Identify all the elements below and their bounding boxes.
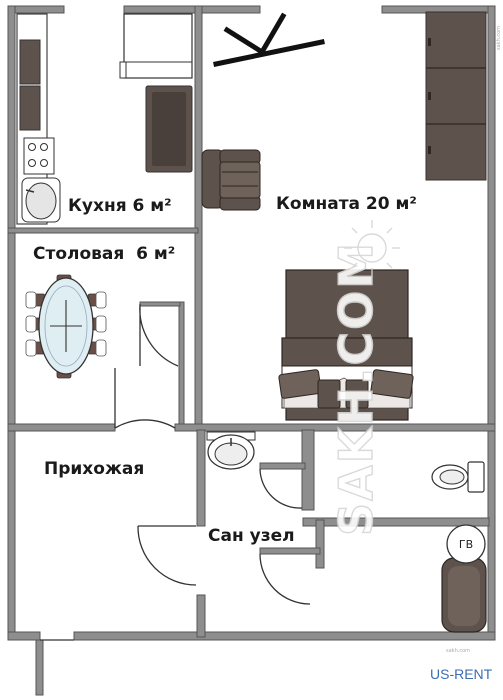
counter-cabinet-1 [19,39,41,85]
bed [278,269,414,421]
bathtub [441,557,487,633]
wall-dining-right [178,301,185,425]
stove [23,137,55,175]
brand-logo: US-RENT [430,666,493,682]
door-bath-2 [259,553,311,605]
walls [7,5,496,696]
lamp-icon [213,12,325,67]
stove-burner [40,159,48,167]
sink-tap [25,189,35,193]
stove-burner [28,143,36,151]
door-hall-top [114,368,176,429]
wall-outer-right [487,5,496,641]
wall-outer-left [7,5,16,641]
wall-top-left [7,5,65,14]
doors [40,303,311,641]
wall-bath-inner-2 [302,517,490,527]
pillow [370,369,414,399]
wall-bath-inner-4 [259,547,321,555]
water-heater: ГВ [446,524,486,564]
room-label-hall: Прихожая [44,459,144,479]
wall-top-mid [123,5,261,14]
wall-bath-inner-5 [259,462,306,470]
wall-dining-left-stub [139,301,181,307]
room-label-dining: Столовая 6 м² [33,244,175,264]
door-bath-1 [259,468,303,509]
side-watermark: sakh.com [496,26,502,50]
pillow [317,379,341,409]
door-dining [139,303,179,367]
wall-bottom-left [7,631,41,641]
wall-bottom-right [73,631,496,641]
pillow [345,379,369,409]
stove-burner [28,159,36,167]
room-label-kitchen: Кухня 6 м² [68,196,172,216]
room-label-bathroom: Сан узел [208,526,295,546]
watermark-text: SAKH.COM [329,241,383,536]
stove-burner [40,143,48,151]
fridge [119,13,193,79]
wall-kitchen-dining [7,227,199,234]
armchair [201,149,261,211]
kitchen-counter [16,13,61,225]
sink-bowl [25,182,57,220]
toilet [431,461,485,493]
wall-hall-bath-upper [196,429,206,527]
room-label-room: Комната 20 м² [276,194,417,214]
pillow [278,369,322,399]
kitchen-cabinet [145,85,193,173]
wall-entry-stub [35,639,44,696]
wall-kitchen-room [194,5,203,427]
corner-watermark: sakh.com [446,648,470,654]
wardrobe [425,11,487,181]
watermark-sun-icon [344,220,400,276]
watermark: SAKH.COM [328,220,400,537]
dining-table [25,274,107,379]
wall-bath-inner-1 [301,429,315,511]
wall-bath-inner-3 [315,519,325,569]
counter-cabinet-2 [19,85,41,131]
wall-mid-horizontal-left [7,423,116,432]
bathroom-sink [206,431,256,470]
door-hall-side [137,525,197,586]
water-heater-label: ГВ [459,538,473,551]
wall-hall-bath-lower [196,594,206,638]
